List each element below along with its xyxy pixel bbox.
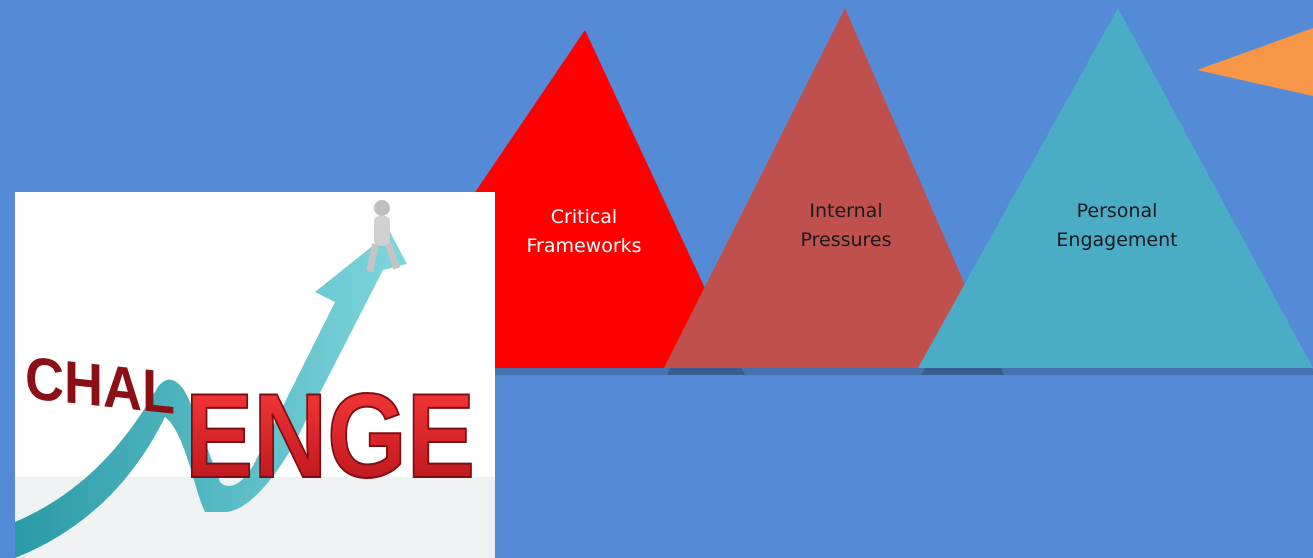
label-line: Critical [550,206,618,228]
challenge-photo: CHAL ENGE [15,192,495,558]
partial-orange-shape [1197,28,1313,96]
label-line: Pressures [800,229,892,251]
label-line: Frameworks [526,235,642,257]
label-line: Internal [809,200,883,222]
label-internal-pressures: Internal Pressures [800,197,891,255]
challenge-word: CHAL ENGE [25,344,476,504]
label-critical-frameworks: Critical Frameworks [526,203,641,261]
triangle-internal-pressures [664,8,1001,368]
challenge-word-front: ENGE [185,369,475,503]
challenge-word-back: CHAL [25,344,175,427]
challenge-illustration: CHAL ENGE [15,192,495,558]
label-line: Personal [1076,200,1158,222]
figure-icon [366,200,400,273]
arrow-ramp [15,232,407,558]
label-line: Engagement [1056,229,1178,251]
triangle-personal-engagement [918,8,1313,368]
label-personal-engagement: Personal Engagement [1056,197,1177,255]
